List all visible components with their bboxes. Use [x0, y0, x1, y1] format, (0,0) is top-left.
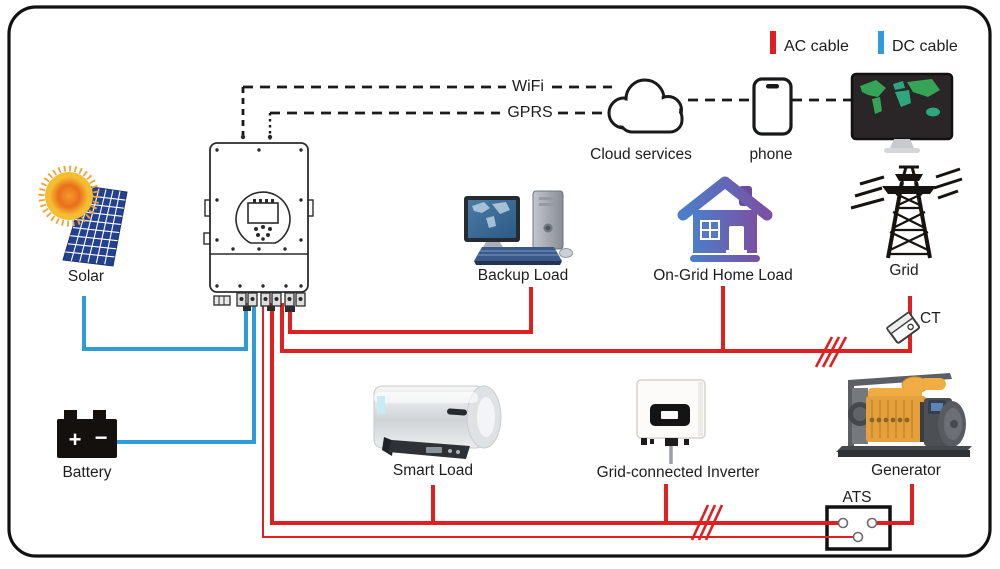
monitor-icon — [850, 72, 954, 153]
battery-plus-symbol: + — [69, 427, 82, 452]
solar-label: Solar — [67, 268, 105, 285]
legend-ac-label: AC cable — [784, 38, 849, 55]
solar-panel-icon — [38, 165, 128, 267]
ats-label: ATS — [842, 489, 872, 506]
wire-ac-loads-trunk — [270, 303, 843, 525]
dc-cable-swatch — [878, 31, 884, 54]
smart-load-icon — [373, 385, 502, 459]
ac-cable-swatch — [770, 31, 776, 54]
backup-load-label: Backup Load — [477, 267, 569, 284]
battery-label: Battery — [62, 464, 112, 481]
home-load-label: On-Grid Home Load — [653, 267, 793, 284]
wire-ac-backup-load — [288, 287, 533, 334]
comm-lines — [241, 85, 852, 140]
ats-terminals — [837, 517, 878, 543]
hybrid-inverter-icon — [203, 134, 314, 312]
generator-icon — [836, 373, 972, 457]
wire-dc-solar — [82, 296, 248, 351]
legend-dc-label: DC cable — [892, 38, 958, 55]
world-map — [860, 79, 940, 117]
battery-icon: + − — [57, 410, 117, 458]
ct-icon — [885, 311, 921, 344]
phone-icon — [752, 77, 793, 136]
home-load-icon — [677, 176, 773, 262]
wire-ac-generator-ats — [872, 484, 914, 525]
ats-box — [825, 505, 892, 551]
phase-marks-loads — [690, 504, 724, 541]
wire-ac-grid-trunk — [280, 296, 912, 353]
phone-label: phone — [749, 146, 793, 163]
backup-load-icon — [464, 190, 573, 265]
grid-inverter-label: Grid-connected Inverter — [596, 464, 760, 481]
page-border — [7, 5, 992, 558]
wire-ac-ats-sense — [262, 303, 858, 538]
cloud-icon — [607, 78, 684, 134]
sun-icon — [38, 165, 100, 227]
lcd-screen — [247, 202, 279, 224]
grid-connected-inverter-icon — [636, 379, 706, 464]
gprs-label: GPRS — [507, 104, 553, 121]
bottom-ports — [213, 292, 306, 312]
generator-label: Generator — [871, 462, 941, 479]
grid-tower-icon — [850, 165, 963, 259]
ct-label: CT — [920, 310, 941, 327]
phase-marks-grid — [814, 336, 848, 368]
cloud-services-label: Cloud services — [590, 146, 692, 163]
wire-dc-battery — [116, 303, 256, 444]
screws — [215, 148, 303, 288]
smart-load-label: Smart Load — [392, 462, 474, 479]
wifi-label: WiFi — [512, 78, 544, 95]
battery-minus-symbol: − — [95, 425, 108, 450]
grid-label: Grid — [889, 262, 919, 279]
